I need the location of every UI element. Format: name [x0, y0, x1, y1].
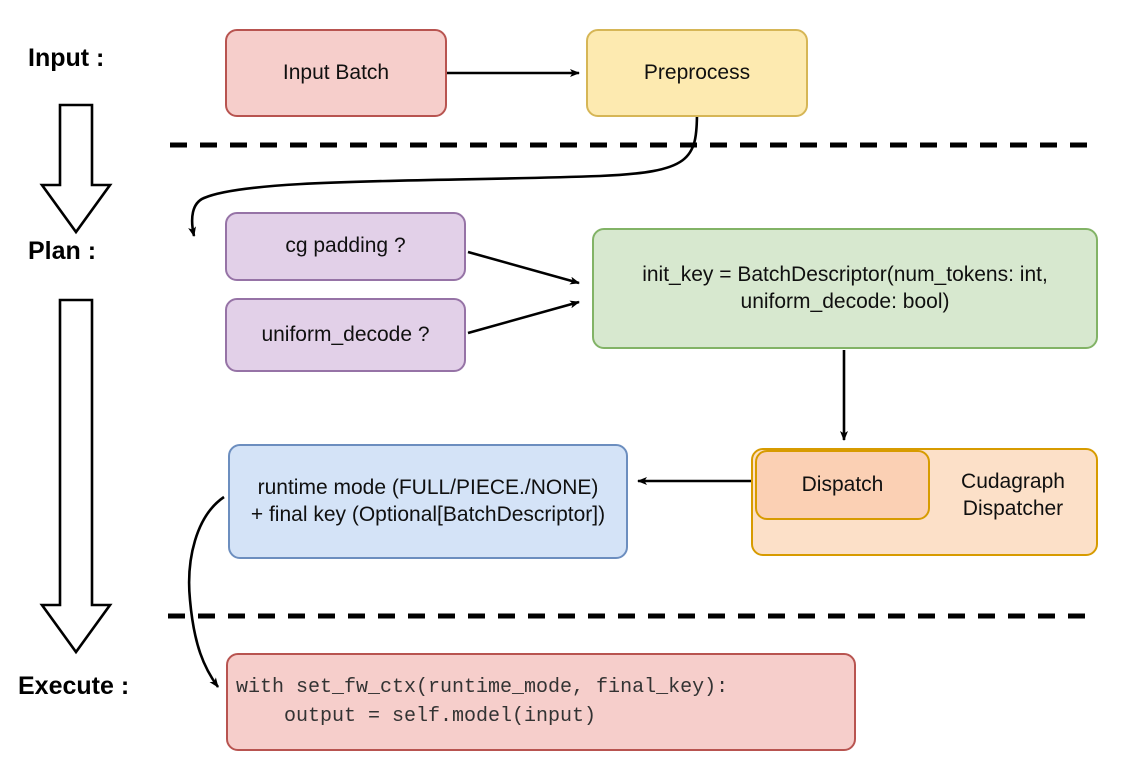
- input-to-plan-arrow: [39, 103, 113, 235]
- cg-padding-to-init-key: [467, 250, 580, 285]
- node-cudagraph-dispatcher-label: Cudagraph Dispatcher: [961, 470, 1065, 521]
- runtime-mode-to-code-block: [187, 495, 225, 688]
- node-init-key[interactable]: init_key = BatchDescriptor(num_tokens: i…: [592, 228, 1098, 349]
- uniform-decode-to-init-key: [467, 300, 580, 335]
- code-line-2: output = self.model(input): [236, 705, 597, 728]
- stage-label-input: Input :: [28, 44, 105, 72]
- plan-to-execute-arrow: [39, 298, 113, 655]
- node-preprocess[interactable]: Preprocess: [586, 29, 808, 117]
- node-runtime-mode-line2: + final key (Optional[BatchDescriptor]): [250, 502, 606, 526]
- node-init-key-line1: init_key = BatchDescriptor(num_tokens: i…: [642, 262, 1048, 286]
- node-code-block[interactable]: with set_fw_ctx(runtime_mode, final_key)…: [226, 653, 856, 751]
- node-cg-padding[interactable]: cg padding ?: [225, 212, 466, 281]
- node-init-key-line2: uniform_decode: bool): [740, 289, 950, 313]
- stage-label-plan: Plan :: [28, 237, 97, 265]
- node-input-batch[interactable]: Input Batch: [225, 29, 447, 117]
- stage-label-execute: Execute :: [18, 672, 130, 700]
- node-runtime-mode[interactable]: runtime mode (FULL/PIECE./NONE) + final …: [228, 444, 628, 559]
- node-uniform-decode[interactable]: uniform_decode ?: [225, 298, 466, 372]
- node-dispatch[interactable]: Dispatch: [755, 450, 930, 520]
- node-runtime-mode-line1: runtime mode (FULL/PIECE./NONE): [257, 475, 599, 499]
- code-line-1: with set_fw_ctx(runtime_mode, final_key)…: [236, 676, 729, 699]
